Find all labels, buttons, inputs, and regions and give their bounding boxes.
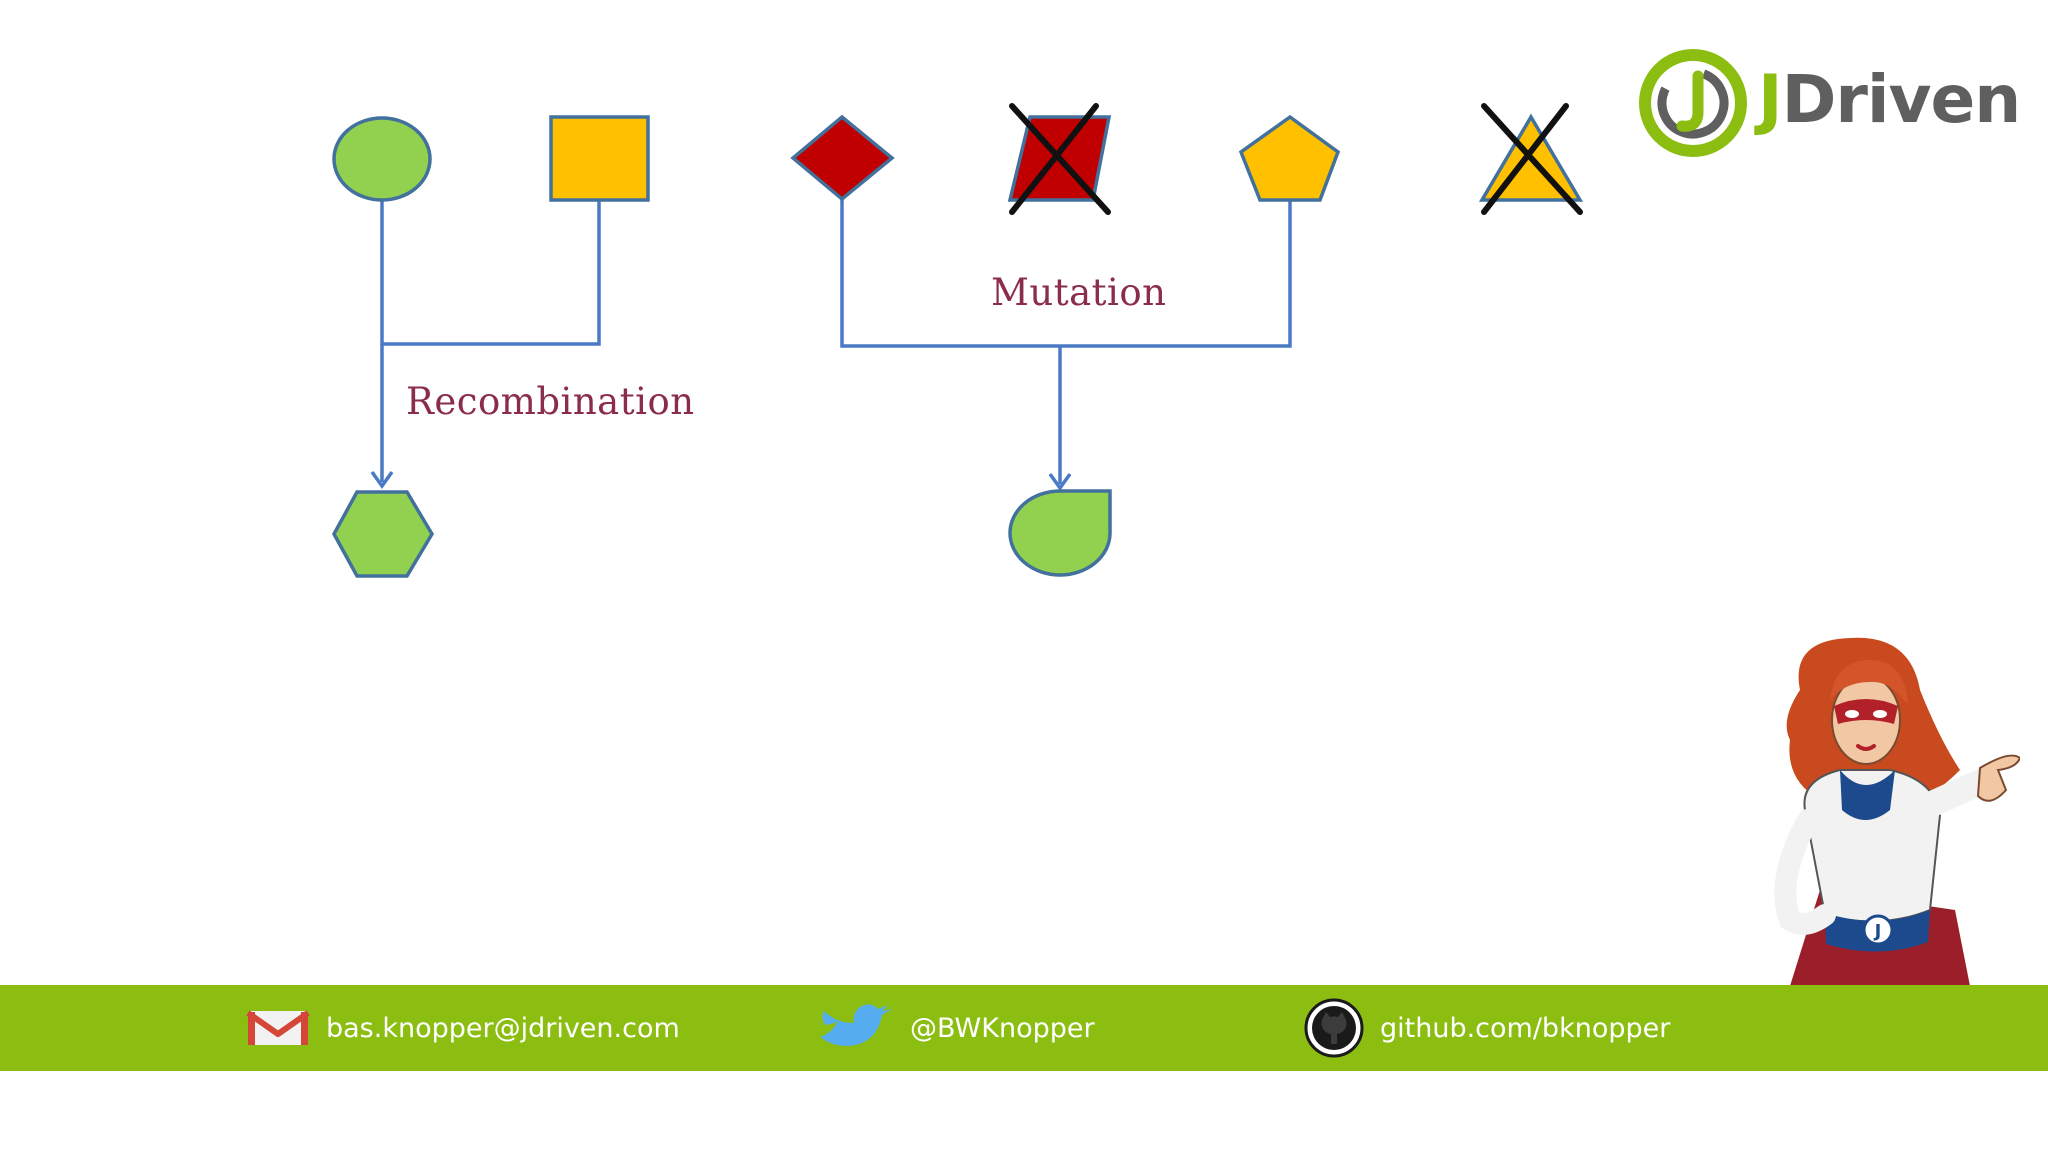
- jdriven-logo: JDriven: [1638, 46, 2022, 162]
- mascot-right-arm: [1917, 767, 1998, 818]
- arrowhead-recombination: [370, 470, 394, 490]
- cross-line-2: [1009, 103, 1099, 215]
- cross-line-3: [1481, 103, 1583, 215]
- parent-square: [549, 115, 650, 202]
- jdriven-wordmark: JDriven: [1758, 60, 2022, 140]
- recombination-connectors: [370, 200, 601, 490]
- twitter-bird-icon: [816, 1004, 892, 1046]
- mascot-collar: [1840, 770, 1895, 820]
- gmail-icon: [246, 1010, 310, 1045]
- mascot-eye-right: [1873, 710, 1887, 718]
- mutation-label: Mutation: [991, 271, 1167, 314]
- superhero-mascot: J: [1774, 637, 2020, 986]
- connector-recombination-parents: [380, 200, 601, 346]
- mascot-hair-front: [1830, 660, 1908, 705]
- child-hexagon: [332, 490, 435, 578]
- parent-circle: [332, 116, 432, 202]
- parent-diamond: [790, 114, 895, 202]
- child-teardrop: [1008, 489, 1112, 577]
- parent-pentagon: [1238, 114, 1341, 202]
- recombination-label: Recombination: [406, 380, 695, 423]
- discarded-triangle: [1478, 103, 1584, 215]
- footer-twitter[interactable]: @BWKnopper: [812, 985, 1095, 1071]
- contact-footer: bas.knopper@jdriven.com @BWKnopper githu…: [0, 985, 2048, 1071]
- footer-email[interactable]: bas.knopper@jdriven.com: [246, 985, 680, 1071]
- cross-line-1: [1009, 103, 1111, 215]
- mascot-pointing-hand: [1976, 754, 2020, 802]
- mascot-belt-buckle: [1862, 914, 1894, 946]
- cross-line-4: [1481, 103, 1569, 215]
- brand-rest: Driven: [1781, 61, 2022, 138]
- footer-github[interactable]: github.com/bknopper: [1304, 985, 1670, 1071]
- email-address[interactable]: bas.knopper@jdriven.com: [326, 1012, 680, 1044]
- connector-mutation-parents: [840, 198, 1292, 348]
- mascot-eye-left: [1845, 710, 1859, 718]
- mutation-connectors: [840, 198, 1292, 492]
- jdriven-logo-mark-icon: [1639, 49, 1747, 157]
- mascot-left-arm: [1774, 809, 1836, 935]
- mascot-belt-letter: J: [1873, 921, 1882, 942]
- mascot-lips: [1856, 744, 1876, 751]
- github-octocat-icon: [1304, 998, 1364, 1058]
- github-url[interactable]: github.com/bknopper: [1380, 1012, 1671, 1044]
- arrowhead-mutation: [1048, 472, 1072, 492]
- brand-prefix: J: [1758, 61, 1783, 138]
- discarded-parallelogram: [1007, 103, 1112, 215]
- twitter-handle[interactable]: @BWKnopper: [910, 1012, 1095, 1044]
